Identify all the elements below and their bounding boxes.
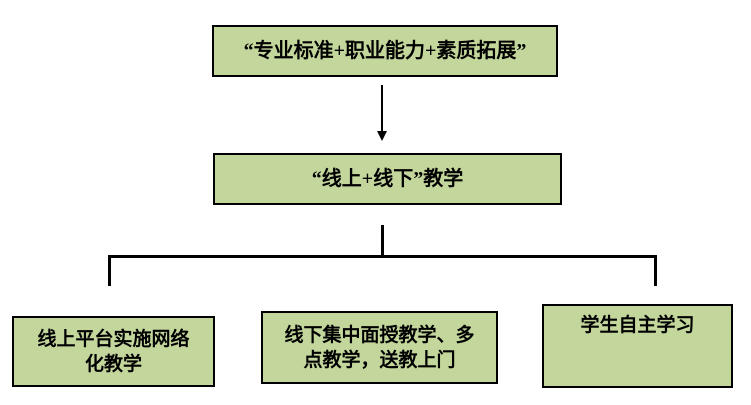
arrow-top-to-middle-shaft [381, 85, 383, 132]
flowchart-node-online-offline-teaching: “线上+线下”教学 [213, 153, 562, 205]
connector-right-drop [654, 255, 657, 286]
arrow-down-icon [377, 131, 387, 141]
flowchart-node-self-study-label: 学生自主学习 [580, 315, 695, 336]
connector-trunk [381, 225, 384, 256]
flowchart-node-offline-teaching: 线下集中面授教学、多 点教学，送教上门 [261, 311, 498, 384]
connector-horizontal-bar [108, 255, 657, 258]
flowchart-node-online-platform-label: 线上平台实施网络 化教学 [37, 328, 190, 375]
flowchart-node-online-offline-teaching-label: “线上+线下”教学 [311, 168, 464, 190]
flowchart-node-offline-teaching-label: 线下集中面授教学、多 点教学，送教上门 [284, 324, 475, 371]
flowchart-node-standards: “专业标准+职业能力+素质拓展” [212, 25, 558, 77]
connector-left-drop [108, 255, 111, 286]
flowchart-node-self-study: 学生自主学习 [542, 304, 733, 388]
flowchart-node-standards-label: “专业标准+职业能力+素质拓展” [243, 40, 527, 62]
flowchart-node-online-platform: 线上平台实施网络 化教学 [12, 316, 215, 387]
